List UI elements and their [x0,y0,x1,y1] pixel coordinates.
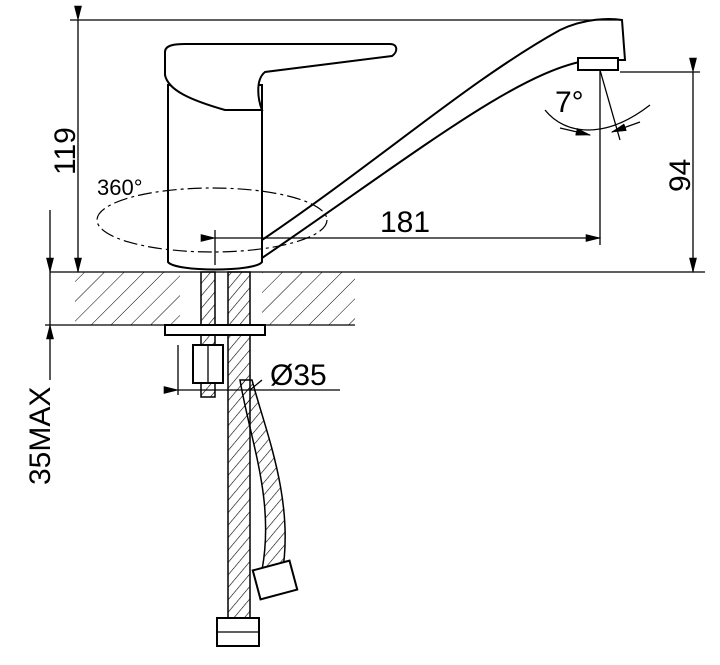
counter-thickness-label: 35MAX [24,387,57,485]
mounting-stud [164,271,266,398]
reach-dimension: 181 [200,70,602,265]
counter-thickness-dimension: 35MAX [24,210,57,485]
countertop [45,271,705,326]
height-label: 119 [49,127,82,175]
angle-dimension: 7° [544,69,651,141]
rotation-ellipse [96,187,328,253]
mounting-plate [164,324,266,336]
diameter-label: Ø35 [270,359,327,392]
angle-label: 7° [555,86,584,119]
spout-height-label: 94 [664,159,697,192]
spout-height-dimension: 94 [620,57,700,274]
diameter-dimension: Ø35 [163,345,340,395]
supply-hoses [216,271,299,647]
hose-nut-right [251,559,299,601]
rotation-label: 360° [97,175,143,200]
faucet-body [164,18,627,271]
height-dimension: 119 [49,5,620,274]
aerator [577,57,619,71]
reach-label: 181 [380,206,430,239]
